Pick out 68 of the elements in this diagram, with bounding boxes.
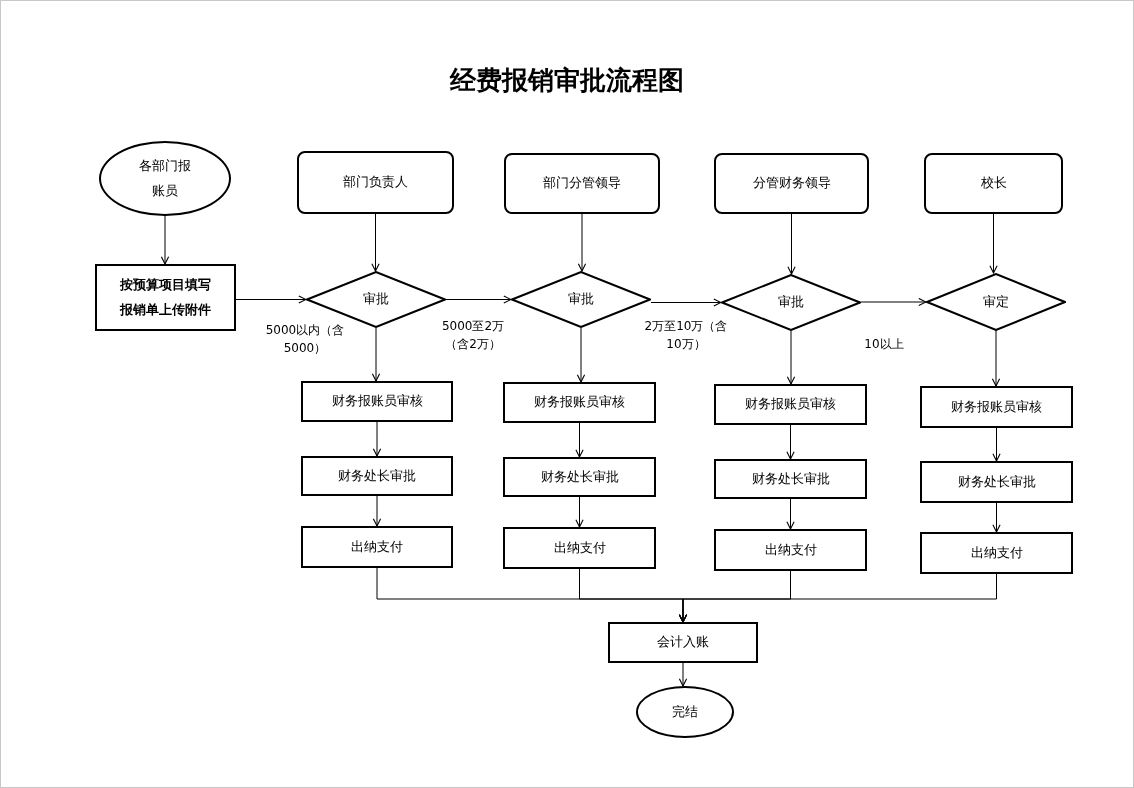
node-text: 校长 xyxy=(979,174,1008,193)
node-text: 分管财务领导 xyxy=(751,174,832,193)
arrow xyxy=(575,496,584,528)
arrow xyxy=(371,213,380,272)
node-text: 财务处长审批 xyxy=(750,469,831,488)
node-text: 财务处长审批 xyxy=(337,466,417,485)
node-text: 出纳支付 xyxy=(350,537,404,556)
arrow xyxy=(860,297,927,307)
arrow xyxy=(235,295,307,304)
node-text: 各部门报账员 xyxy=(138,156,192,200)
arrow xyxy=(989,213,998,274)
node-text: 出纳支付 xyxy=(552,538,607,557)
node-text: 审批 xyxy=(567,290,595,309)
node-text: 财务报账员审核 xyxy=(744,395,837,414)
node-text: 按预算项目填写报销单上传附件 xyxy=(118,275,212,319)
process-box xyxy=(920,386,1073,428)
decision-diamond xyxy=(926,273,1066,331)
arrow xyxy=(787,213,796,275)
node-text: 部门负责人 xyxy=(342,173,409,192)
process-box xyxy=(503,457,656,497)
arrow xyxy=(786,330,796,385)
node-text: 出纳支付 xyxy=(763,540,818,559)
process-box xyxy=(95,264,236,331)
process-box xyxy=(714,529,867,571)
process-box xyxy=(714,459,867,499)
node-text: 审定 xyxy=(982,292,1010,311)
process-box xyxy=(503,527,656,569)
node-text: 财务处长审批 xyxy=(539,467,620,486)
arrow xyxy=(992,427,1001,462)
arrow xyxy=(371,327,381,382)
arrow xyxy=(650,298,722,307)
process-box xyxy=(714,384,867,425)
node-text: 完结 xyxy=(671,702,699,721)
arrow xyxy=(992,502,1001,533)
arrow xyxy=(991,330,1001,387)
process-box xyxy=(301,456,453,496)
arrow xyxy=(576,327,586,383)
node-text: 审批 xyxy=(777,293,805,312)
role-box xyxy=(504,153,660,214)
node-text: 财务报账员审核 xyxy=(533,393,626,412)
arrow xyxy=(372,421,382,457)
diagram-title: 经费报销审批流程图 xyxy=(448,64,685,97)
role-box xyxy=(297,151,454,214)
arrow xyxy=(575,422,584,458)
arrow xyxy=(786,424,795,460)
process-box xyxy=(608,622,758,663)
node-text: 审批 xyxy=(362,290,390,309)
process-box xyxy=(920,461,1073,503)
arrow xyxy=(786,498,795,530)
arrow xyxy=(445,295,512,304)
process-box xyxy=(301,381,453,422)
role-box xyxy=(924,153,1063,214)
arrow xyxy=(160,215,170,265)
arrow xyxy=(678,573,997,623)
process-box xyxy=(301,526,453,568)
node-text: 部门分管领导 xyxy=(542,174,622,193)
arrow xyxy=(678,662,688,687)
process-box xyxy=(920,532,1073,574)
node-text: 财务报账员审核 xyxy=(330,392,424,411)
process-box xyxy=(503,382,656,423)
arrow xyxy=(372,495,382,527)
node-text: 出纳支付 xyxy=(969,543,1024,562)
edge-label: 5000以内（含5000） xyxy=(263,321,347,357)
arrow xyxy=(577,213,587,272)
role-box xyxy=(714,153,869,214)
node-text: 财务报账员审核 xyxy=(950,397,1043,416)
node-text: 会计入账 xyxy=(656,633,710,652)
node-text: 财务处长审批 xyxy=(956,472,1037,491)
